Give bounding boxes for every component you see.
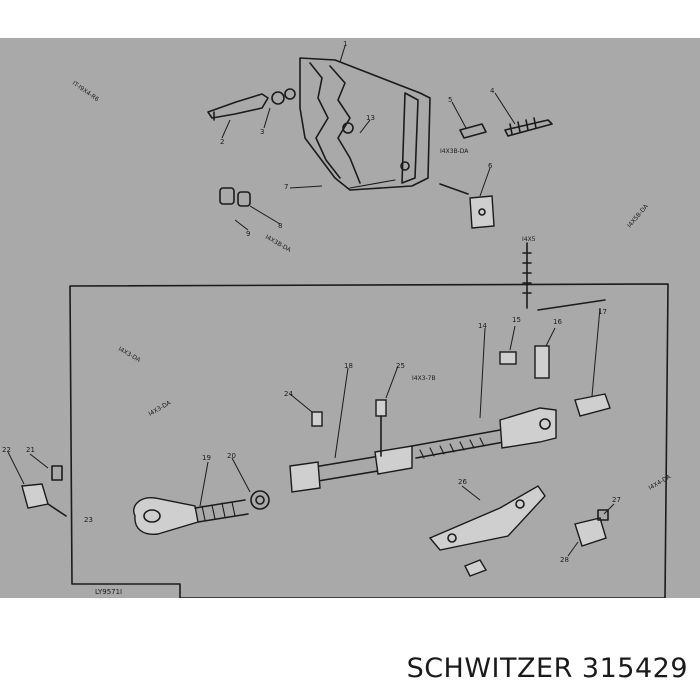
svg-text:21: 21: [26, 446, 35, 454]
brand-name: SCHWITZER: [406, 653, 573, 684]
upper-right-stud: 4 5 I4X3B-DA: [440, 87, 553, 155]
center-small-parts: 24 25 I4X3-7B I4X3-DA I4X3-DA: [117, 346, 436, 457]
svg-text:6: 6: [488, 162, 493, 170]
svg-text:IT-I9X4-R6: IT-I9X4-R6: [71, 80, 100, 103]
svg-text:25: 25: [396, 362, 405, 370]
lower-link-left: 19 20: [133, 452, 270, 535]
svg-text:20: 20: [227, 452, 236, 460]
svg-text:I4X5: I4X5: [522, 236, 536, 243]
svg-text:4: 4: [490, 87, 495, 95]
part-caption: SCHWITZER 315429: [407, 653, 688, 684]
vertical-bolt: I4X5: [522, 236, 536, 309]
svg-text:7: 7: [284, 183, 288, 191]
lever-plate: 26: [428, 478, 546, 577]
upper-nut-set: 8 9: [219, 187, 282, 238]
svg-text:I4X3-DA: I4X3-DA: [148, 399, 173, 418]
svg-text:24: 24: [284, 390, 293, 398]
svg-text:8: 8: [278, 222, 282, 230]
exploded-view-drawing: 1 13 7 2 3 4 5 I4X3B-DA: [2, 40, 673, 598]
svg-text:28: 28: [560, 556, 569, 564]
svg-text:I4X5B-DA: I4X5B-DA: [626, 202, 650, 229]
svg-text:17: 17: [598, 308, 607, 316]
svg-text:22: 22: [2, 446, 11, 454]
turnbuckle-rod: 18: [289, 362, 557, 493]
lower-frame: [69, 283, 669, 598]
svg-text:I4X3-7B: I4X3-7B: [412, 375, 436, 382]
svg-text:9: 9: [246, 230, 250, 238]
svg-text:16: 16: [553, 318, 562, 326]
svg-text:14: 14: [478, 322, 487, 330]
upper-left-bolt: 2 3: [207, 88, 296, 146]
parts-diagram: 1 13 7 2 3 4 5 I4X3B-DA: [0, 38, 700, 598]
svg-text:I4X3B-DA: I4X3B-DA: [440, 148, 469, 155]
svg-text:23: 23: [84, 516, 93, 524]
part-number: 315429: [581, 653, 688, 684]
svg-text:15: 15: [512, 316, 521, 324]
svg-text:19: 19: [202, 454, 211, 462]
right-clamp-parts: 14 15 16 17: [478, 299, 611, 419]
svg-text:I4X4-DA: I4X4-DA: [648, 473, 673, 492]
svg-text:13: 13: [366, 114, 375, 122]
small-bracket: 27 28 I4X4-DA: [560, 473, 673, 564]
drawing-id-label: LY9571I: [95, 588, 122, 596]
svg-text:26: 26: [458, 478, 467, 486]
upper-bracket-assembly: 1 13 7: [284, 40, 431, 191]
svg-text:1: 1: [343, 40, 347, 48]
far-left-bracket: 21 22 23: [2, 446, 93, 524]
svg-text:5: 5: [448, 96, 452, 104]
svg-text:18: 18: [344, 362, 353, 370]
svg-text:I4X3B-DA: I4X3B-DA: [264, 234, 293, 255]
svg-text:2: 2: [220, 138, 224, 146]
svg-text:I4X3-DA: I4X3-DA: [117, 346, 142, 365]
svg-text:3: 3: [260, 128, 264, 136]
bushing-part: 6: [439, 162, 495, 229]
svg-text:27: 27: [612, 496, 621, 504]
